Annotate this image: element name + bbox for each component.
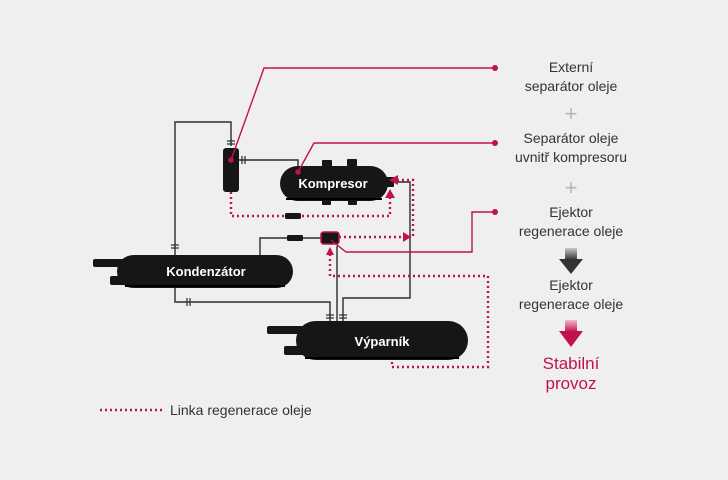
oil-line-evaporator-to-ejector xyxy=(328,246,490,369)
ejector xyxy=(320,231,340,245)
kompresor: Kompresor xyxy=(280,159,394,205)
plus-sign-1: + xyxy=(564,101,578,126)
plus-sign-2: + xyxy=(564,175,578,200)
kondenzator-label: Kondenzátor xyxy=(166,264,245,279)
step-ejector: Ejektor regenerace oleje xyxy=(471,203,671,241)
result-stable-operation: Stabilní provoz xyxy=(471,354,671,394)
filter-drier xyxy=(287,235,303,241)
flow-arrow-gray xyxy=(559,248,583,274)
callout-line-ejector xyxy=(330,211,495,253)
callout-line-external-separator xyxy=(230,67,495,161)
oil-separator xyxy=(223,148,239,192)
kondenzator: Kondenzátor xyxy=(93,255,293,288)
step-external-separator: Externí separátor oleje xyxy=(471,58,671,96)
callout-lines xyxy=(230,67,495,253)
legend-label: Linka regenerace oleje xyxy=(170,402,312,418)
oil-line-ejector-to-compressor xyxy=(339,178,415,239)
pipe-evaporator-to-compressor xyxy=(342,181,411,322)
step-ejector-second: Ejektor regenerace oleje xyxy=(471,276,671,314)
oil-arrowheads xyxy=(326,175,411,255)
result-line-2: provoz xyxy=(545,374,597,393)
oil-line-valve xyxy=(285,213,301,219)
step-internal-separator: Separátor oleje uvnitř kompresoru xyxy=(471,129,671,167)
kompresor-label: Kompresor xyxy=(298,176,367,191)
flow-arrow-red xyxy=(559,320,583,347)
arrow-right-ejector xyxy=(403,232,411,242)
step-2-line-1: Separátor oleje xyxy=(523,130,619,146)
pipe-separator-to-condenser xyxy=(174,121,232,258)
arrow-left-compressor xyxy=(389,175,398,185)
step-3-line-2: regenerace oleje xyxy=(518,223,624,239)
step-4-line-1: Ejektor xyxy=(549,277,593,293)
oil-line-separator-to-compressor xyxy=(229,192,392,218)
vyparnik-label: Výparník xyxy=(355,334,411,349)
step-4-line-2: regenerace oleje xyxy=(518,296,624,312)
arrow-up-ejector xyxy=(326,247,334,255)
step-1-line-1: Externí xyxy=(548,59,594,75)
result-line-1: Stabilní xyxy=(542,354,600,373)
oil-return-lines xyxy=(229,178,490,369)
vyparnik: Výparník xyxy=(267,321,468,360)
step-1-line-2: separátor oleje xyxy=(524,78,618,94)
refrigerant-piping xyxy=(174,121,411,322)
step-3-line-1: Ejektor xyxy=(549,204,593,220)
arrow-up-compressor xyxy=(385,189,395,198)
pipe-fittings xyxy=(171,140,347,319)
callout-dots xyxy=(228,65,498,215)
step-2-line-2: uvnitř kompresoru xyxy=(514,149,628,165)
pipe-condenser-to-evaporator xyxy=(174,286,331,322)
callout-line-internal-separator xyxy=(297,142,495,173)
